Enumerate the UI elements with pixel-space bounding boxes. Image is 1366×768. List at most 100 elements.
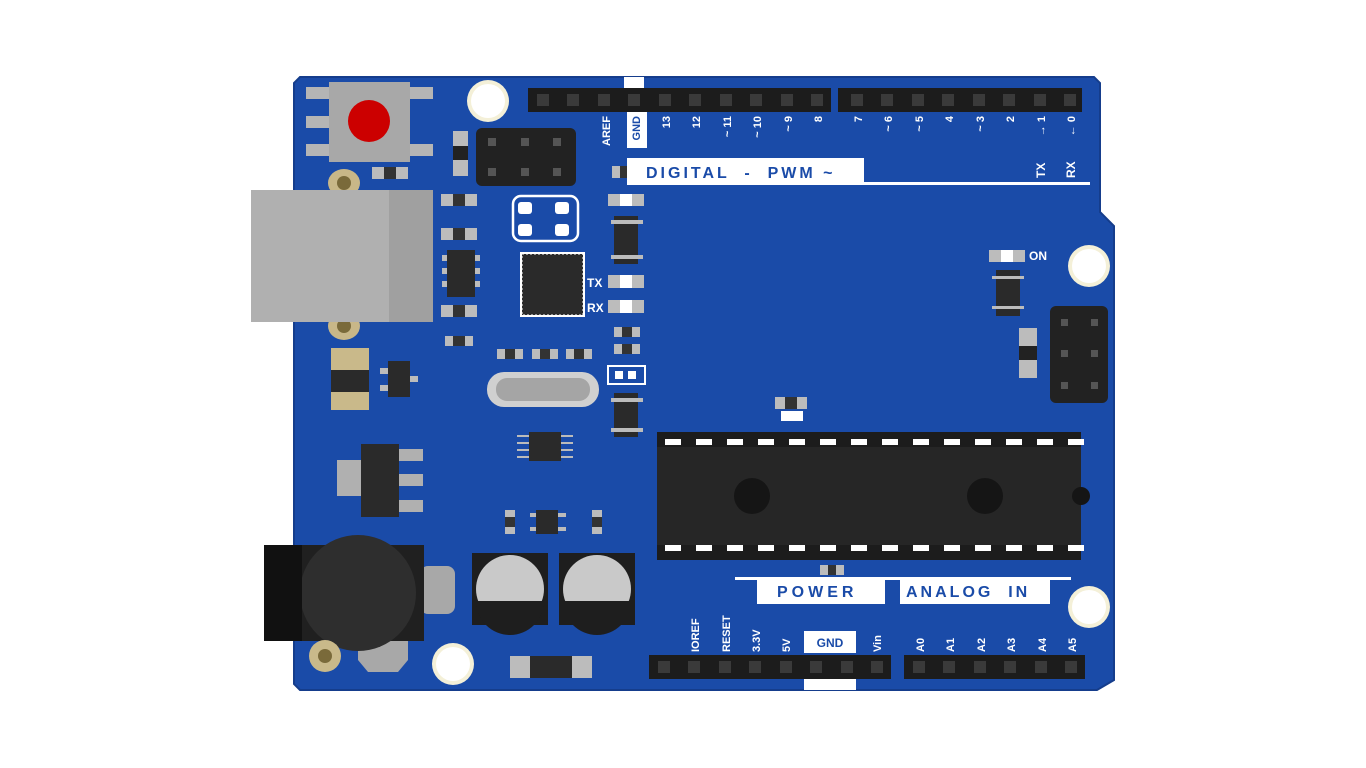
usb-controller-chip [520,252,585,317]
digital-pin-label: 12 [691,116,703,128]
voltage-regulator [337,444,423,517]
chip-pin [1068,439,1084,445]
smd-components-right [775,250,1037,575]
chip-pin [1037,439,1053,445]
op-amp-chip [517,432,573,461]
reset-button-icon[interactable] [348,100,390,142]
mounting-hole [1068,586,1110,628]
header-pin [1065,661,1077,673]
power-pin-label: 3.3V [751,629,763,652]
digital-pin-label: ← 0 [1066,116,1078,136]
digital-pin-label: 13 [661,116,673,128]
header-pin [974,661,986,673]
analog-banner-box [900,577,1050,604]
header-pin [750,94,762,106]
header-pin [537,94,549,106]
rx-led [608,300,644,313]
power-pin-label: GND [817,636,844,650]
chip-pin [851,545,867,551]
digital-pin-label: 7 [853,116,865,122]
analog-header [904,655,1085,679]
digital-banner-text: DIGITAL - PWM ~ [646,165,836,182]
header-pin [688,661,700,673]
dip-pins-top [665,439,1084,445]
icsp-header-usb [476,128,576,186]
analog-pin-label: A1 [945,638,957,652]
chip-pin [665,439,681,445]
reset-button[interactable] [306,82,433,162]
icsp-header-main [1050,306,1108,403]
digital-pin-label: 4 [944,115,956,122]
top-header-pins [537,94,1076,106]
analog-pin-label: A5 [1067,638,1079,652]
power-banner-box [757,577,885,604]
header-pin [912,94,924,106]
header-pin [719,661,731,673]
power-pin-label: RESET [721,615,733,652]
rx-led-label: RX [587,301,604,315]
usb-port [251,169,433,340]
mounting-hole [432,643,474,685]
tx-led-label: TX [587,276,602,290]
chip-pin [696,545,712,551]
header-pin [881,94,893,106]
header-pin [943,661,955,673]
smd-components-middle [497,166,646,437]
header-pin [689,94,701,106]
header-pin [659,94,671,106]
chip-pin [1068,545,1084,551]
digital-pin-label: ~ 10 [752,116,764,138]
digital-pin-label: → 1 [1036,116,1048,136]
header-pin [851,94,863,106]
header-pin [871,661,883,673]
usb-port-icon [251,190,389,322]
header-pin [781,94,793,106]
chip-pin [1006,545,1022,551]
header-pin [810,661,822,673]
header-pin [1034,94,1046,106]
chip-pin [665,545,681,551]
crystal-oscillator [487,372,599,407]
digital-banner-box [627,158,864,185]
chip-pin [975,545,991,551]
gnd-label-box [804,631,856,653]
bottom-header-pins [658,661,1077,673]
chip-pin [1006,439,1022,445]
electrolytic-capacitor [472,553,548,635]
power-banner-text: POWER [777,584,857,601]
header-pin [658,661,670,673]
smd-fuse [510,656,592,678]
chip-pin [789,545,805,551]
analog-banner-text: ANALOG IN [906,584,1030,601]
analog-pin-label: A4 [1037,637,1049,652]
mounting-hole [467,80,509,122]
digital-pin-label: ~ 9 [783,116,795,132]
mounting-hole [1068,245,1110,287]
microcontroller-chip [657,432,1090,560]
chip-pin [944,545,960,551]
header-pin [1064,94,1076,106]
header-pin [780,661,792,673]
chip-pin [727,439,743,445]
chip-pin [913,439,929,445]
power-header [649,655,891,679]
chip-pin [975,439,991,445]
gnd-bottom-highlight [804,679,856,690]
sot-transistor [505,510,602,534]
header-pin [973,94,985,106]
electrolytic-capacitor [559,553,635,635]
header-pin [811,94,823,106]
power-jack [264,535,455,672]
digital-pin-label: ~ 5 [914,116,926,132]
analog-pin-label: A2 [976,638,988,652]
header-pin [628,94,640,106]
chip-pin [851,439,867,445]
analog-pin-label: A0 [915,638,927,652]
digital-pin-label: 2 [1005,116,1017,122]
chip-pin [1037,545,1053,551]
on-led-label: ON [1029,249,1047,263]
tx-label: TX [1034,163,1048,178]
